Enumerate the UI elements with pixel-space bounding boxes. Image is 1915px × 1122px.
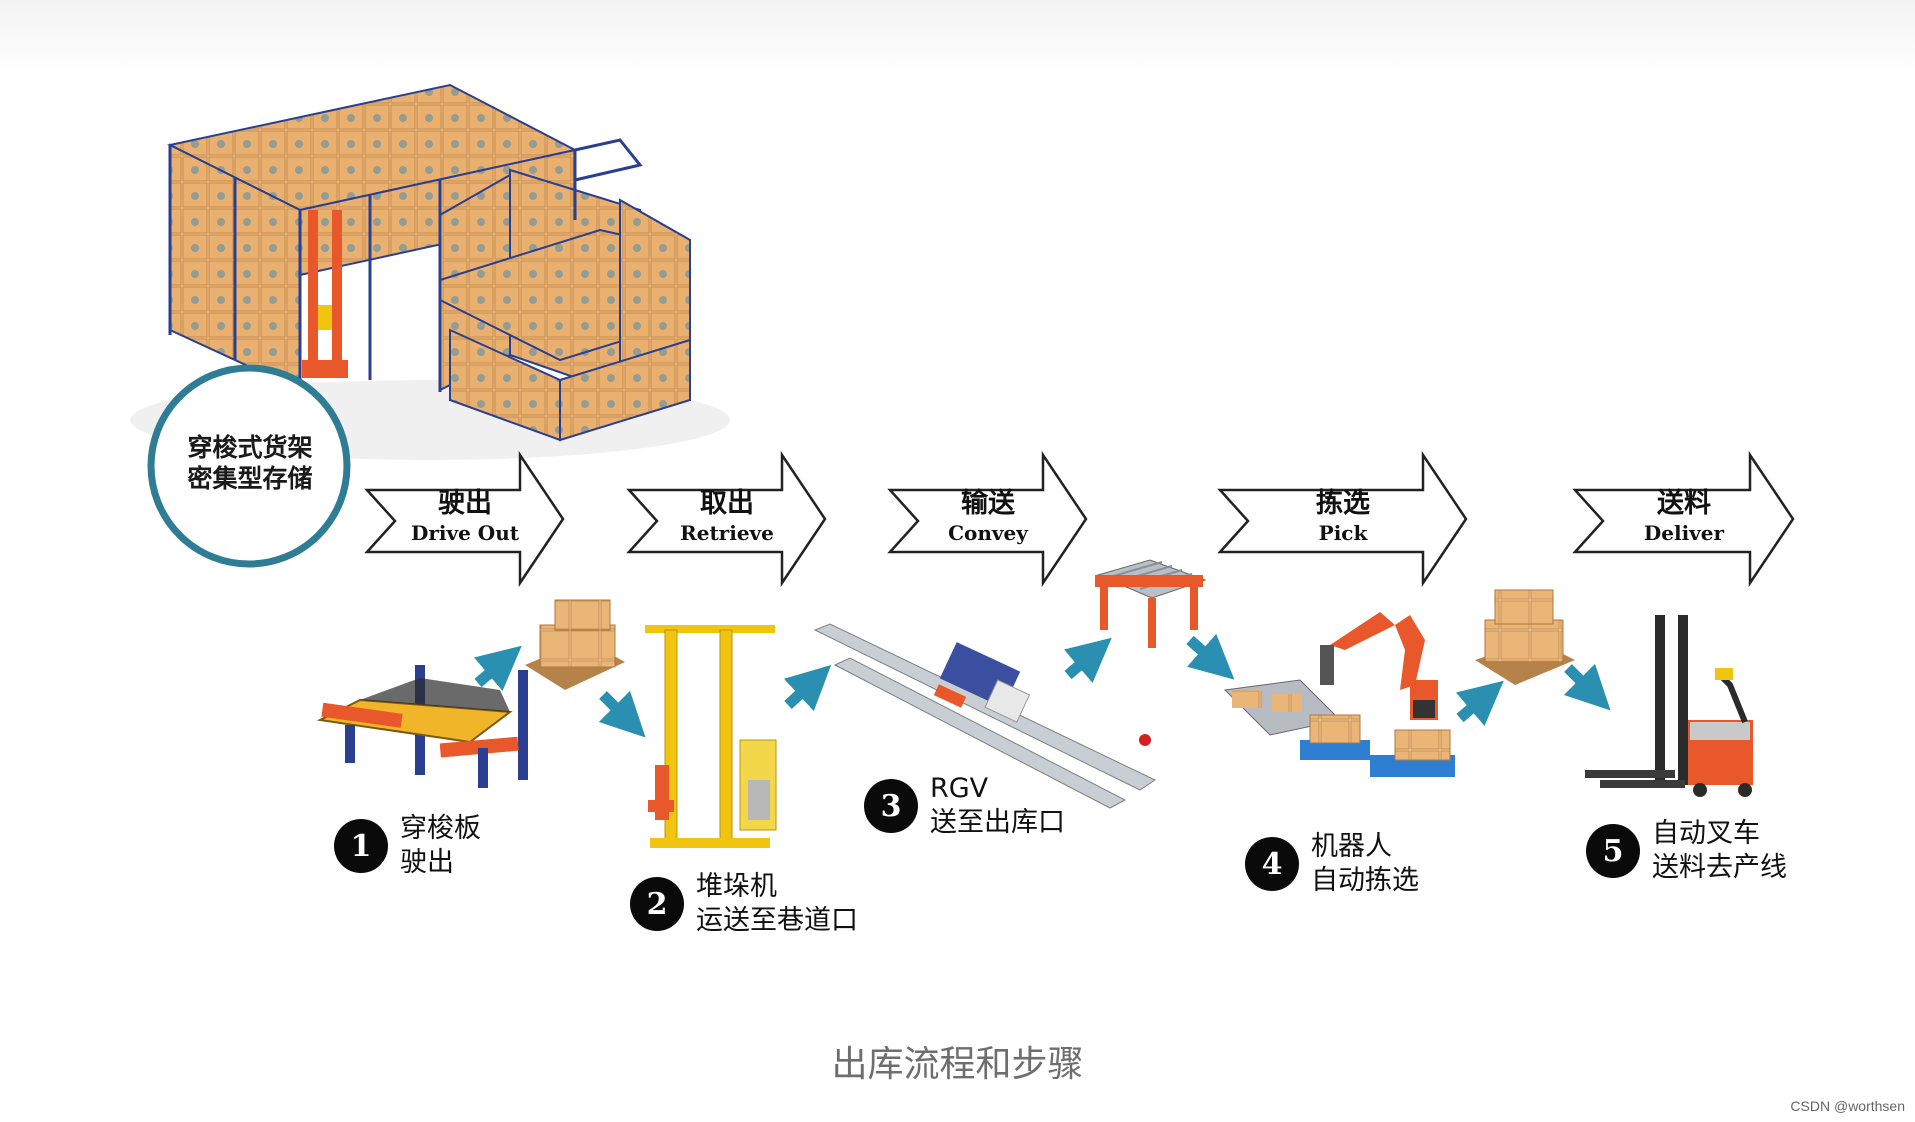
step-4: 4 机器人自动拣选 [1245, 830, 1419, 898]
stage-retrieve: 取出 Retrieve [647, 487, 807, 545]
stage-zh: 驶出 [438, 488, 492, 519]
step-title: 穿梭板 [400, 813, 481, 844]
step-title: 自动叉车 [1652, 818, 1760, 849]
watermark: CSDN @worthsen [1790, 1098, 1905, 1114]
step-1: 1 穿梭板驶出 [334, 812, 481, 880]
step-number-badge: 3 [864, 779, 918, 833]
flow-arrow-5 [1186, 633, 1235, 680]
flow-arrow-3 [783, 665, 832, 712]
forklift-illustration [1585, 615, 1753, 797]
flow-arrow-6 [1455, 680, 1504, 727]
step-title: RGV [930, 773, 989, 804]
step-number-badge: 5 [1586, 824, 1640, 878]
stage-arrow-2 [626, 450, 827, 588]
rgv-track-illustration [813, 623, 1157, 809]
step-number-badge: 1 [334, 819, 388, 873]
figure-caption: 出库流程和步骤 [831, 1044, 1084, 1085]
stage-drive-out: 驶出 Drive Out [385, 487, 545, 545]
stage-deliver: 送料 Deliver [1604, 487, 1764, 545]
storage-label-line1: 穿梭式货架 [187, 433, 313, 462]
stage-zh: 拣选 [1316, 488, 1370, 519]
storage-label-line2: 密集型存储 [187, 464, 313, 493]
stage-convey: 输送 Convey [908, 487, 1068, 545]
stage-zh: 取出 [700, 488, 754, 519]
shuttle-rack-illustration [130, 83, 730, 460]
boxes-pallet-illustration [525, 599, 625, 690]
stage-pick: 拣选 Pick [1263, 487, 1423, 545]
flow-arrow-1 [473, 645, 522, 692]
top-shade [0, 0, 1915, 78]
stage-en: Deliver [1643, 521, 1725, 545]
step-title: 堆垛机 [696, 871, 777, 902]
step-2: 2 堆垛机运送至巷道口 [630, 870, 858, 938]
flow-arrow-7 [1563, 663, 1611, 711]
step-title: 机器人 [1311, 831, 1392, 862]
stage-arrow-3 [887, 450, 1088, 588]
storage-circle [147, 364, 351, 568]
stage-zh: 输送 [961, 488, 1015, 519]
stacker-crane-illustration [645, 625, 777, 848]
stage-en: Drive Out [411, 521, 519, 545]
step-desc: 送至出库口 [930, 807, 1065, 838]
stage-en: Retrieve [680, 521, 774, 545]
step-number-badge: 4 [1245, 837, 1299, 891]
stage-en: Convey [948, 521, 1028, 545]
flow-arrow-4 [1063, 637, 1112, 684]
stage-arrow-1 [364, 450, 565, 588]
storage-label: 穿梭式货架 密集型存储 [160, 432, 340, 494]
step-number-badge: 2 [630, 877, 684, 931]
stage-arrow-5 [1572, 450, 1795, 588]
step-desc: 自动拣选 [1311, 865, 1419, 896]
roller-conveyor-illustration [1095, 559, 1207, 648]
flow-arrow-2 [598, 690, 646, 738]
stage-en: Pick [1318, 521, 1368, 545]
step-desc: 送料去产线 [1652, 852, 1787, 883]
stage-zh: 送料 [1657, 488, 1711, 519]
step-desc: 驶出 [400, 847, 454, 878]
stage-arrow-4 [1217, 450, 1468, 588]
step-desc: 运送至巷道口 [696, 905, 858, 936]
step-5: 5 自动叉车送料去产线 [1586, 817, 1787, 885]
robot-picking-illustration [1223, 612, 1455, 777]
shuttle-cart-illustration [316, 665, 528, 788]
boxes-pallet-illustration-2 [1475, 589, 1575, 685]
